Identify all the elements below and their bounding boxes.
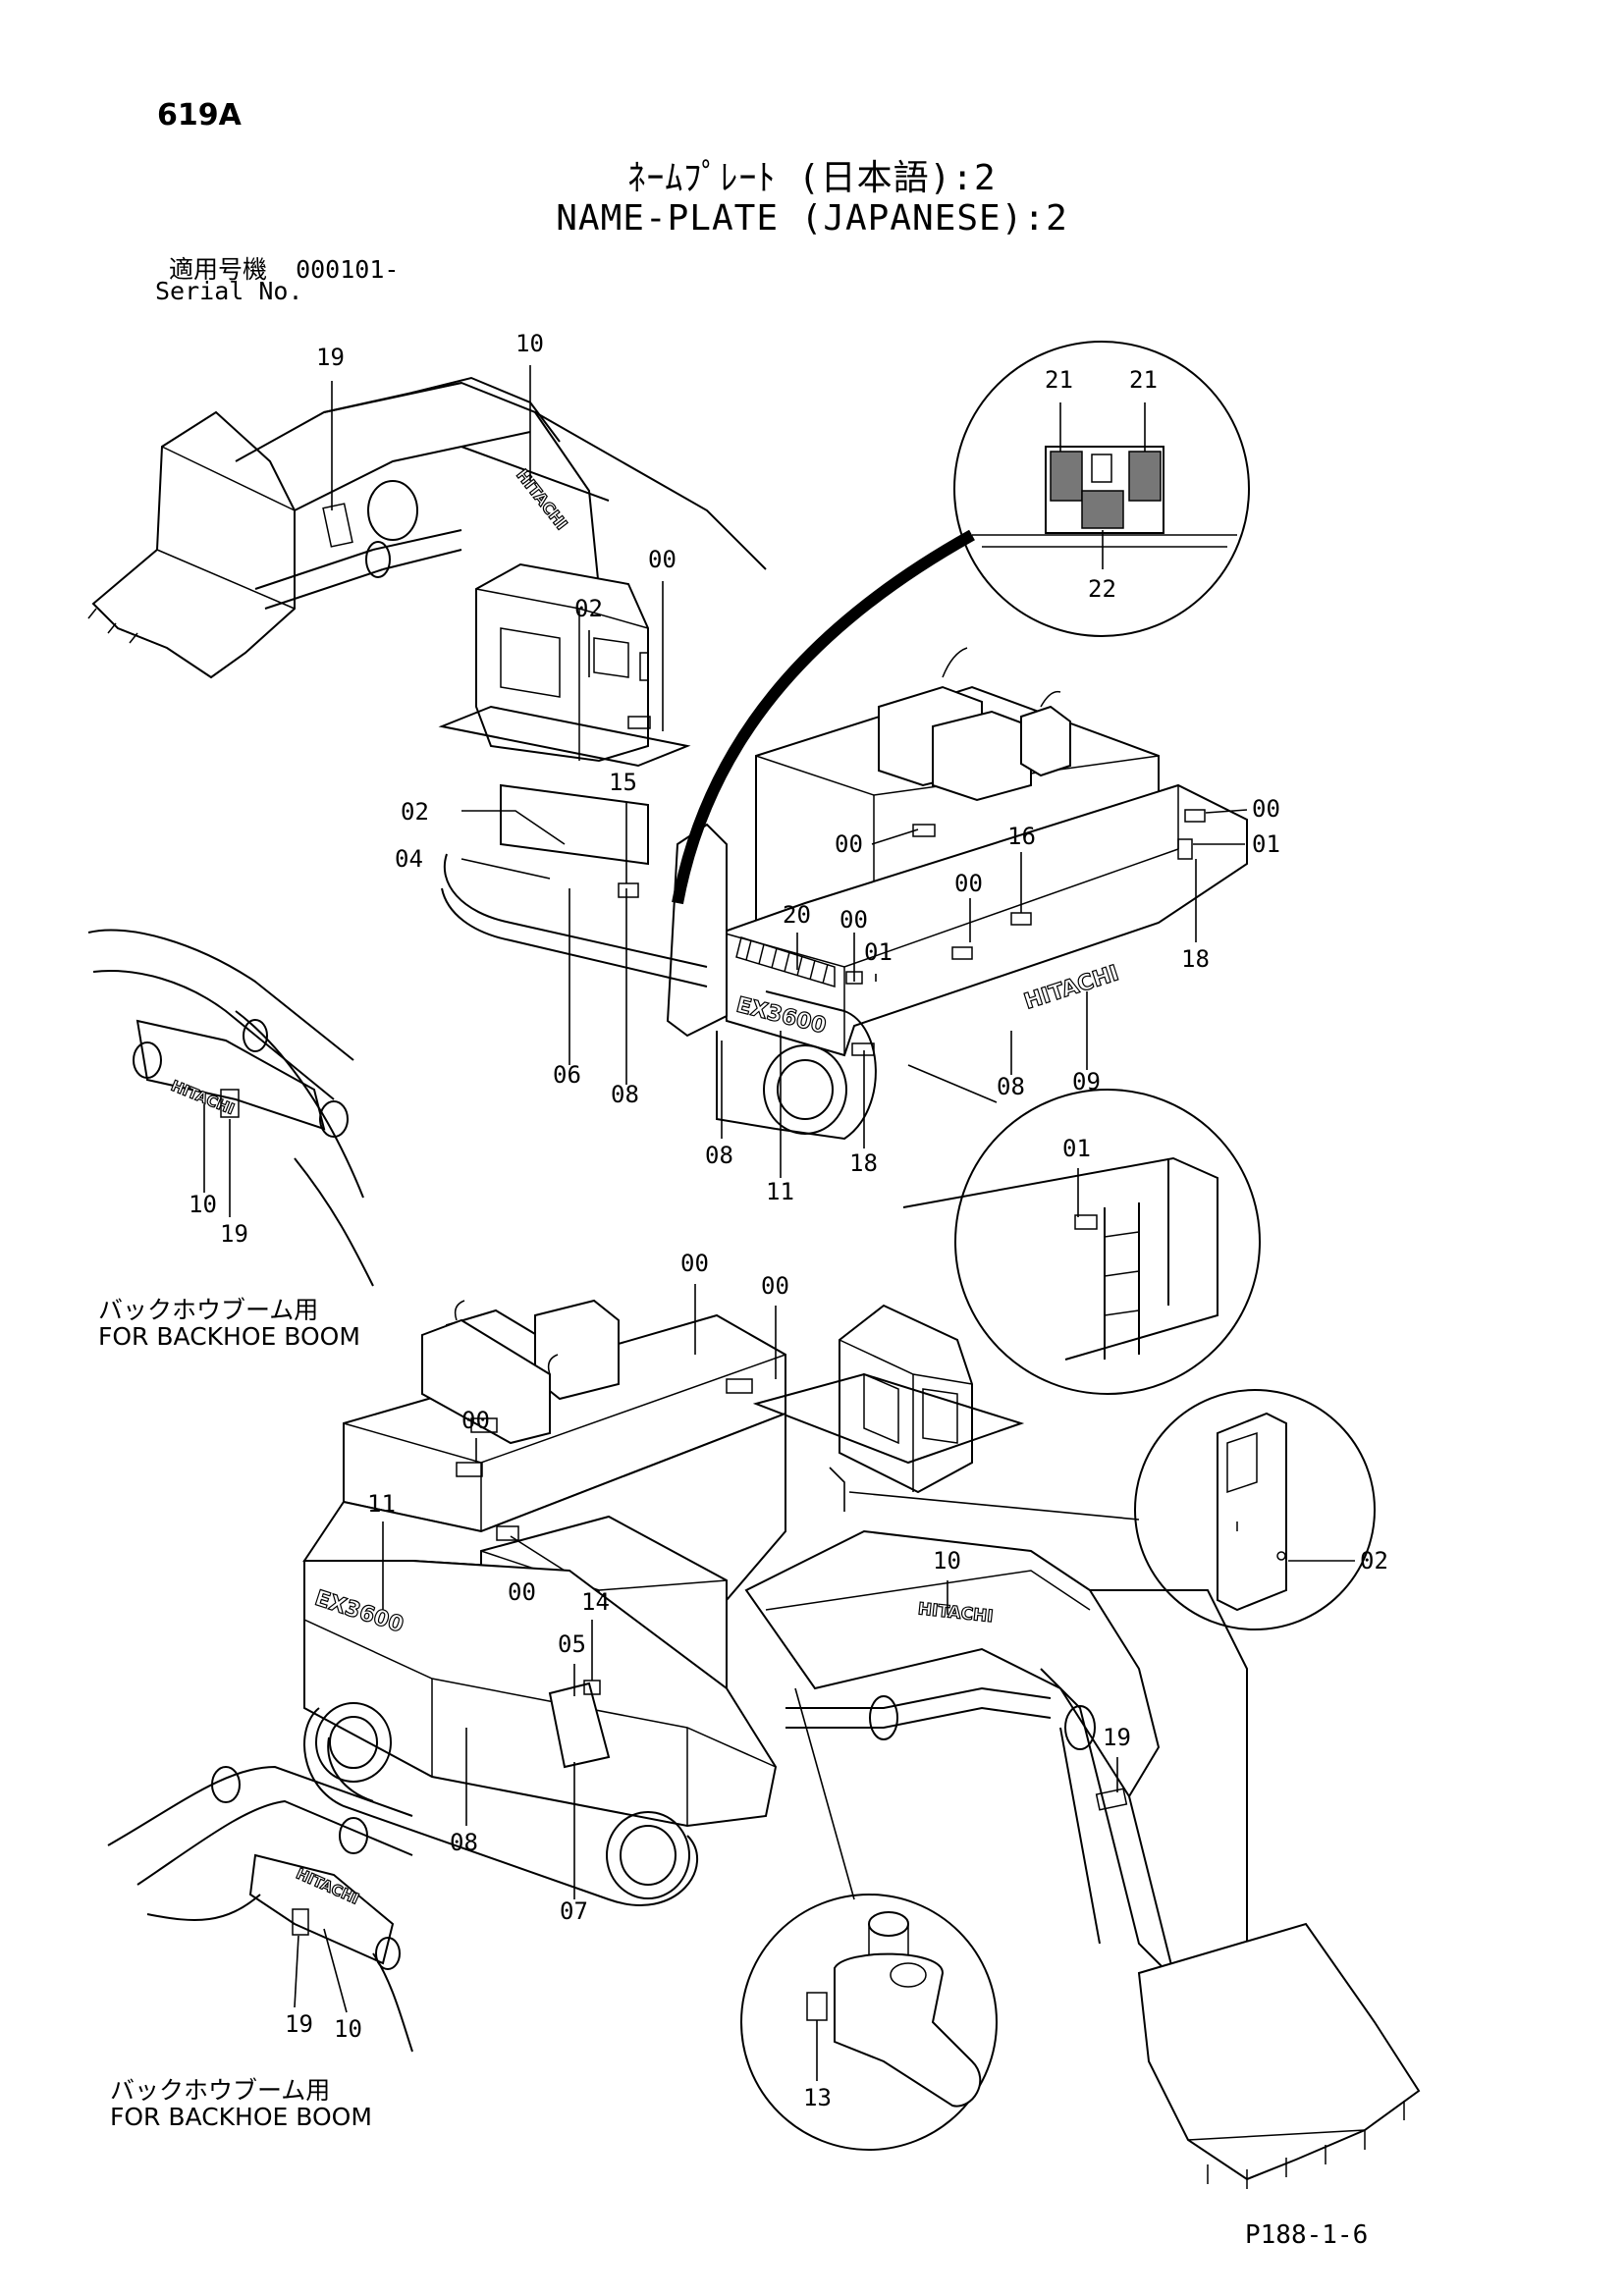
callout-10-inset: 10 <box>189 1191 217 1218</box>
callout-11-b: 11 <box>367 1490 396 1518</box>
callout-00: 00 <box>835 830 863 858</box>
callout-21-left: 21 <box>1045 366 1073 394</box>
callout-22: 22 <box>1088 575 1116 603</box>
callout-04: 04 <box>395 845 423 873</box>
plate-15 <box>618 882 639 898</box>
leader-lines <box>203 365 1355 2081</box>
callout-01: 01 <box>1252 830 1280 858</box>
plate-18-front <box>851 1042 875 1056</box>
callout-14: 14 <box>581 1588 610 1616</box>
plate-00-rear <box>1184 809 1206 823</box>
plate-00-hood-2 <box>951 946 973 960</box>
callout-01: 01 <box>864 938 893 966</box>
plate-00-cab <box>627 716 651 729</box>
plate-13 <box>806 1992 828 2021</box>
callout-10: 10 <box>515 330 544 357</box>
callout-10-b: 10 <box>933 1547 961 1575</box>
callout-19-b: 19 <box>1103 1724 1131 1751</box>
callout-18: 18 <box>1181 945 1210 973</box>
plate-00-roof-1 <box>456 1462 483 1477</box>
page-code: 619A <box>157 98 242 133</box>
backhoe-caption-en-2: FOR BACKHOE BOOM <box>110 2103 372 2131</box>
callout-00: 00 <box>648 546 677 573</box>
callout-18: 18 <box>849 1149 878 1177</box>
callout-08: 08 <box>611 1081 639 1108</box>
callout-15: 15 <box>609 769 637 796</box>
plate-00-roof-2 <box>726 1378 753 1394</box>
plate-00-roof-3 <box>470 1417 498 1433</box>
backhoe-caption-en-1: FOR BACKHOE BOOM <box>98 1322 360 1351</box>
callout-19-inset-b: 19 <box>285 2010 313 2038</box>
callout-00-b3: 00 <box>461 1407 490 1434</box>
callout-07: 07 <box>560 1897 588 1925</box>
callout-numbers: 19 10 00 02 15 02 04 06 08 20 00 00 16 0… <box>189 330 1388 2111</box>
callout-13: 13 <box>803 2084 832 2111</box>
plate-00-roof-4 <box>496 1525 519 1541</box>
callout-00-b2: 00 <box>761 1272 789 1300</box>
detail-leader-arc <box>672 529 975 905</box>
hitachi-logo-text-top: HITACHI <box>1021 961 1122 1015</box>
callout-00-b4: 00 <box>508 1578 536 1606</box>
plate-19-top <box>322 503 353 548</box>
inset-logo-text-bottom: HITACHI <box>294 1865 361 1908</box>
vent-21-left <box>1050 451 1083 502</box>
callout-00: 00 <box>839 906 868 934</box>
title-japanese: ﾈｰﾑﾌﾟﾚｰﾄ (日本語):2 <box>627 158 997 198</box>
callout-09: 09 <box>1072 1068 1101 1095</box>
callout-19: 19 <box>316 344 345 371</box>
callout-11: 11 <box>766 1178 794 1205</box>
serial-value: 000101- <box>296 255 400 284</box>
callout-02: 02 <box>574 595 603 622</box>
callout-19-inset: 19 <box>220 1220 248 1248</box>
callout-08-b: 08 <box>450 1829 478 1856</box>
callout-21-right: 21 <box>1129 366 1158 394</box>
plate-18-rear <box>1177 838 1193 860</box>
backhoe-caption-jp-1: バックホウブーム用 <box>98 1296 319 1324</box>
callout-06: 06 <box>553 1061 581 1089</box>
page-reference: P188-1-6 <box>1245 2220 1369 2250</box>
callout-00: 00 <box>1252 795 1280 823</box>
hitachi-side-logo: HITACHI <box>1021 961 1123 1016</box>
callout-05: 05 <box>558 1630 586 1658</box>
detail-circle-ladder <box>902 1064 1261 1395</box>
callout-02-door: 02 <box>1360 1547 1388 1575</box>
callout-08: 08 <box>997 1073 1025 1100</box>
left-inset-bottom-drawing: HITACHI <box>107 1765 413 2053</box>
callout-10-inset-b: 10 <box>334 2015 362 2043</box>
callout-00: 00 <box>954 870 983 897</box>
callout-16: 16 <box>1007 823 1036 850</box>
backhoe-caption-jp-2: バックホウブーム用 <box>110 2076 331 2105</box>
plate-19-inset-top <box>220 1089 240 1118</box>
callout-01-ladder: 01 <box>1062 1135 1091 1162</box>
detail-circle-vents <box>953 341 1250 637</box>
grill-vents <box>735 936 836 988</box>
serial-label-english: Serial No. <box>155 277 303 305</box>
callout-00-b1: 00 <box>680 1250 709 1277</box>
serial-line: 適用号機 000101- <box>169 250 399 286</box>
detail-circle-cylinder <box>740 1687 998 2151</box>
title-english: NAME-PLATE (JAPANESE):2 <box>556 198 1068 239</box>
vent-21-right <box>1128 451 1162 502</box>
callout-20: 20 <box>783 901 811 929</box>
plate-19-inset-bottom <box>292 1908 309 1936</box>
callout-02: 02 <box>401 798 429 826</box>
plate-19-bottom <box>1095 1788 1128 1811</box>
detail-circle-door <box>848 1389 1376 1630</box>
callout-08: 08 <box>705 1142 733 1169</box>
serial-label-japanese: 適用号機 <box>169 255 268 284</box>
bottom-machine-drawing: EX3600 HITACHI <box>302 1299 1421 2189</box>
inset-logo-text-top: HITACHI <box>169 1077 238 1118</box>
plate-01-detail <box>1074 1214 1098 1230</box>
vent-22 <box>1081 490 1124 529</box>
